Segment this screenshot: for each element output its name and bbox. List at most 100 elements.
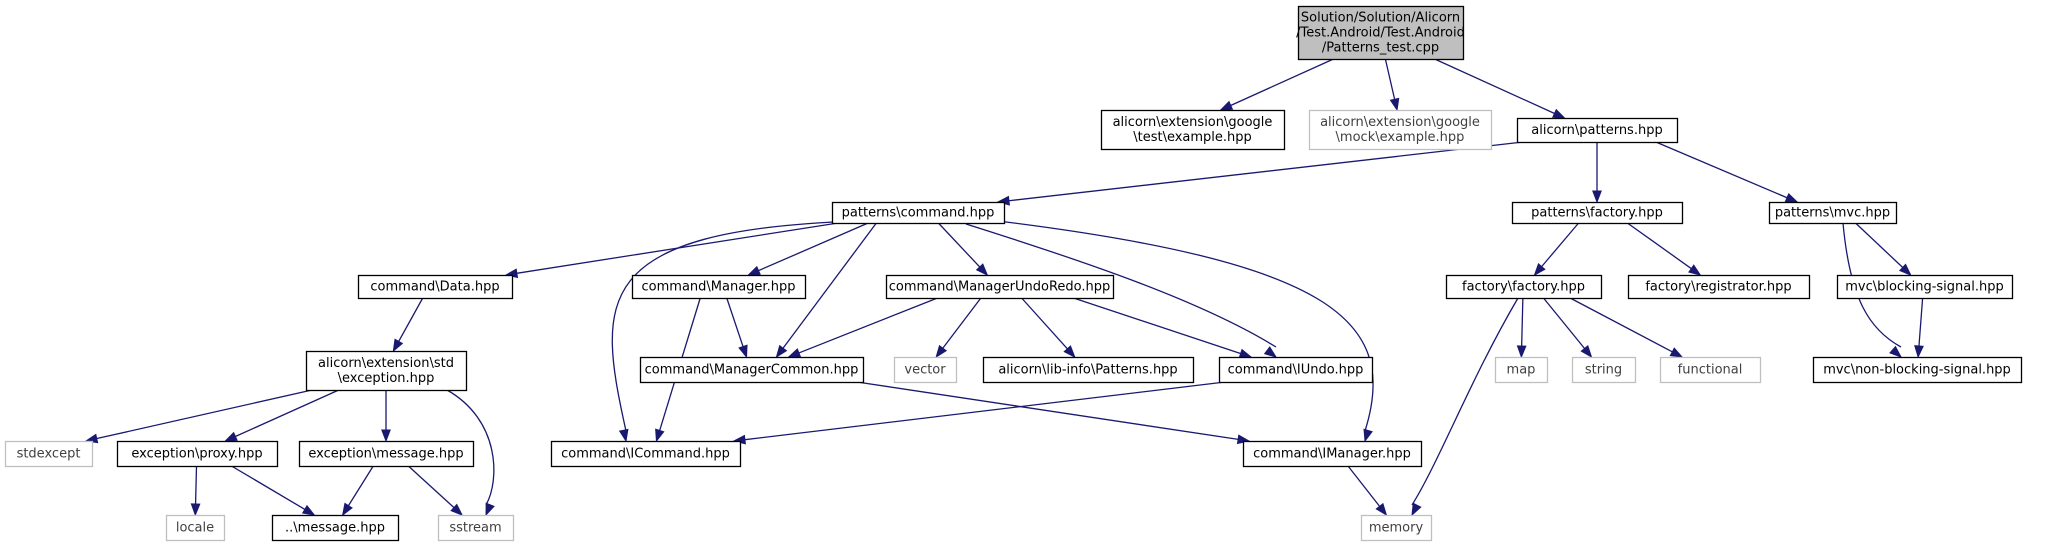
edge-line (1520, 297, 1524, 348)
edge-command-to-iundo (965, 223, 1278, 358)
node-libinfo[interactable]: alicorn\lib-info\Patterns.hpp (982, 356, 1195, 384)
edge-ffactory-to-functional (1569, 297, 1684, 358)
edge-line (347, 465, 374, 507)
node-box (298, 440, 475, 468)
node-box (831, 201, 1006, 225)
edge-line (231, 465, 307, 511)
arrow-head-icon (787, 348, 802, 358)
node-box (631, 274, 807, 300)
arrow-head-icon (1669, 347, 1684, 358)
edge-manager-to-common (726, 297, 748, 359)
node-locale: locale (165, 514, 226, 542)
node-box (165, 514, 226, 542)
node-emessage[interactable]: exception\message.hpp (298, 440, 475, 468)
node-manager[interactable]: command\Manager.hpp (631, 274, 807, 300)
edge-factory-to-registrator (1627, 222, 1702, 276)
edge-emessage-to-msg (341, 465, 374, 517)
node-map: map (1494, 356, 1549, 384)
node-label: patterns\mvc.hpp (1775, 206, 1890, 221)
node-label: mvc\blocking-signal.hpp (1845, 280, 2004, 295)
edge-line (965, 223, 1277, 348)
edges-layer (84, 58, 1924, 517)
node-data[interactable]: command\Data.hpp (357, 274, 514, 300)
arrow-head-icon (450, 503, 464, 516)
edge-stdexc-to-sstream (446, 389, 495, 517)
edge-line (397, 297, 424, 343)
node-proxy[interactable]: exception\proxy.hpp (116, 440, 279, 468)
node-box (1360, 514, 1433, 542)
node-common[interactable]: command\ManagerCommon.hpp (639, 356, 865, 384)
node-label: memory (1369, 521, 1424, 536)
arrow-head-icon (224, 431, 238, 442)
node-command[interactable]: patterns\command.hpp (831, 201, 1006, 225)
node-label: command\IUndo.hpp (1228, 363, 1364, 378)
edge-line (194, 465, 198, 506)
node-imanager[interactable]: command\IManager.hpp (1242, 440, 1423, 468)
node-box (305, 350, 468, 392)
edge-patterns-to-factory (1592, 142, 1602, 204)
node-label: alicorn\patterns.hpp (1531, 123, 1662, 138)
node-icommand[interactable]: command\ICommand.hpp (550, 440, 742, 468)
arrow-head-icon (1688, 264, 1702, 276)
node-stdexc[interactable]: alicorn\extension\std\exception.hpp (305, 350, 468, 392)
node-nonblocking[interactable]: mvc\non-blocking-signal.hpp (1812, 356, 2023, 384)
edge-line (234, 389, 340, 438)
edge-line (1569, 297, 1674, 353)
edge-command-to-imanager (997, 220, 1374, 443)
arrow-head-icon (747, 265, 761, 276)
node-blocking[interactable]: mvc\blocking-signal.hpp (1836, 274, 2014, 300)
node-label: /Test.Android/Test.Android (1296, 26, 1465, 41)
edge-line (1073, 297, 1242, 355)
node-label: command\Data.hpp (370, 280, 499, 295)
node-root[interactable]: Solution/Solution/Alicorn/Test.Android/T… (1296, 5, 1465, 61)
edge-command-to-undoredo (937, 222, 989, 277)
node-label: exception\message.hpp (308, 447, 463, 462)
edge-root-to-google-mock (1384, 58, 1400, 112)
edge-data-to-stdexc (392, 297, 424, 353)
node-box (1297, 5, 1465, 61)
edge-undoredo-to-vector (935, 297, 982, 359)
node-msg[interactable]: ..\message.hpp (271, 514, 400, 542)
node-label: \test\example.hpp (1133, 130, 1252, 145)
node-label: alicorn\extension\google (1320, 115, 1480, 130)
arrow-head-icon (485, 502, 495, 517)
node-factory[interactable]: patterns\factory.hpp (1511, 201, 1684, 225)
edge-line (1347, 465, 1381, 508)
node-box (982, 356, 1195, 384)
node-string: string (1571, 356, 1637, 384)
node-sstream: sstream (437, 514, 515, 542)
node-label: ..\message.hpp (285, 521, 385, 536)
nodes-layer: Solution/Solution/Alicorn/Test.Android/T… (4, 5, 2023, 542)
node-functional: functional (1659, 356, 1762, 384)
node-undoredo[interactable]: command\ManagerUndoRedo.hpp (885, 274, 1115, 300)
edge-stdexc-to-stdexcept (84, 389, 313, 444)
node-ffactory[interactable]: factory\factory.hpp (1445, 274, 1603, 300)
node-box (1511, 201, 1684, 225)
node-box (1659, 356, 1762, 384)
node-label: string (1585, 363, 1622, 378)
edge-ffactory-to-string (1542, 297, 1593, 359)
edge-root-to-patterns (1434, 58, 1566, 119)
node-google-test[interactable]: alicorn\extension\google\test\example.hp… (1100, 109, 1286, 151)
arrow-head-icon (1375, 502, 1388, 517)
arrow-head-icon (1238, 348, 1253, 359)
node-box (1768, 201, 1898, 225)
arrow-head-icon (1889, 345, 1903, 358)
node-label: /Patterns_test.cpp (1322, 41, 1439, 56)
arrow-head-icon (1263, 346, 1278, 358)
node-label: vector (904, 363, 946, 378)
node-registrator[interactable]: factory\registrator.hpp (1627, 274, 1811, 300)
edge-undoredo-to-common (787, 297, 938, 358)
arrow-head-icon (1219, 100, 1234, 111)
node-label: Solution/Solution/Alicorn (1301, 11, 1460, 26)
arrow-head-icon (1363, 428, 1373, 443)
node-label: patterns\command.hpp (842, 206, 995, 221)
node-label: \mock\example.hpp (1336, 130, 1465, 145)
node-mvc[interactable]: patterns\mvc.hpp (1768, 201, 1898, 225)
node-patterns[interactable]: alicorn\patterns.hpp (1516, 117, 1679, 144)
edge-line (1918, 297, 1924, 348)
node-iundo[interactable]: command\IUndo.hpp (1218, 356, 1374, 384)
edge-emessage-to-sstream (407, 465, 464, 516)
node-label: alicorn\extension\std (318, 356, 454, 371)
edge-undoredo-to-libinfo (1021, 297, 1076, 359)
